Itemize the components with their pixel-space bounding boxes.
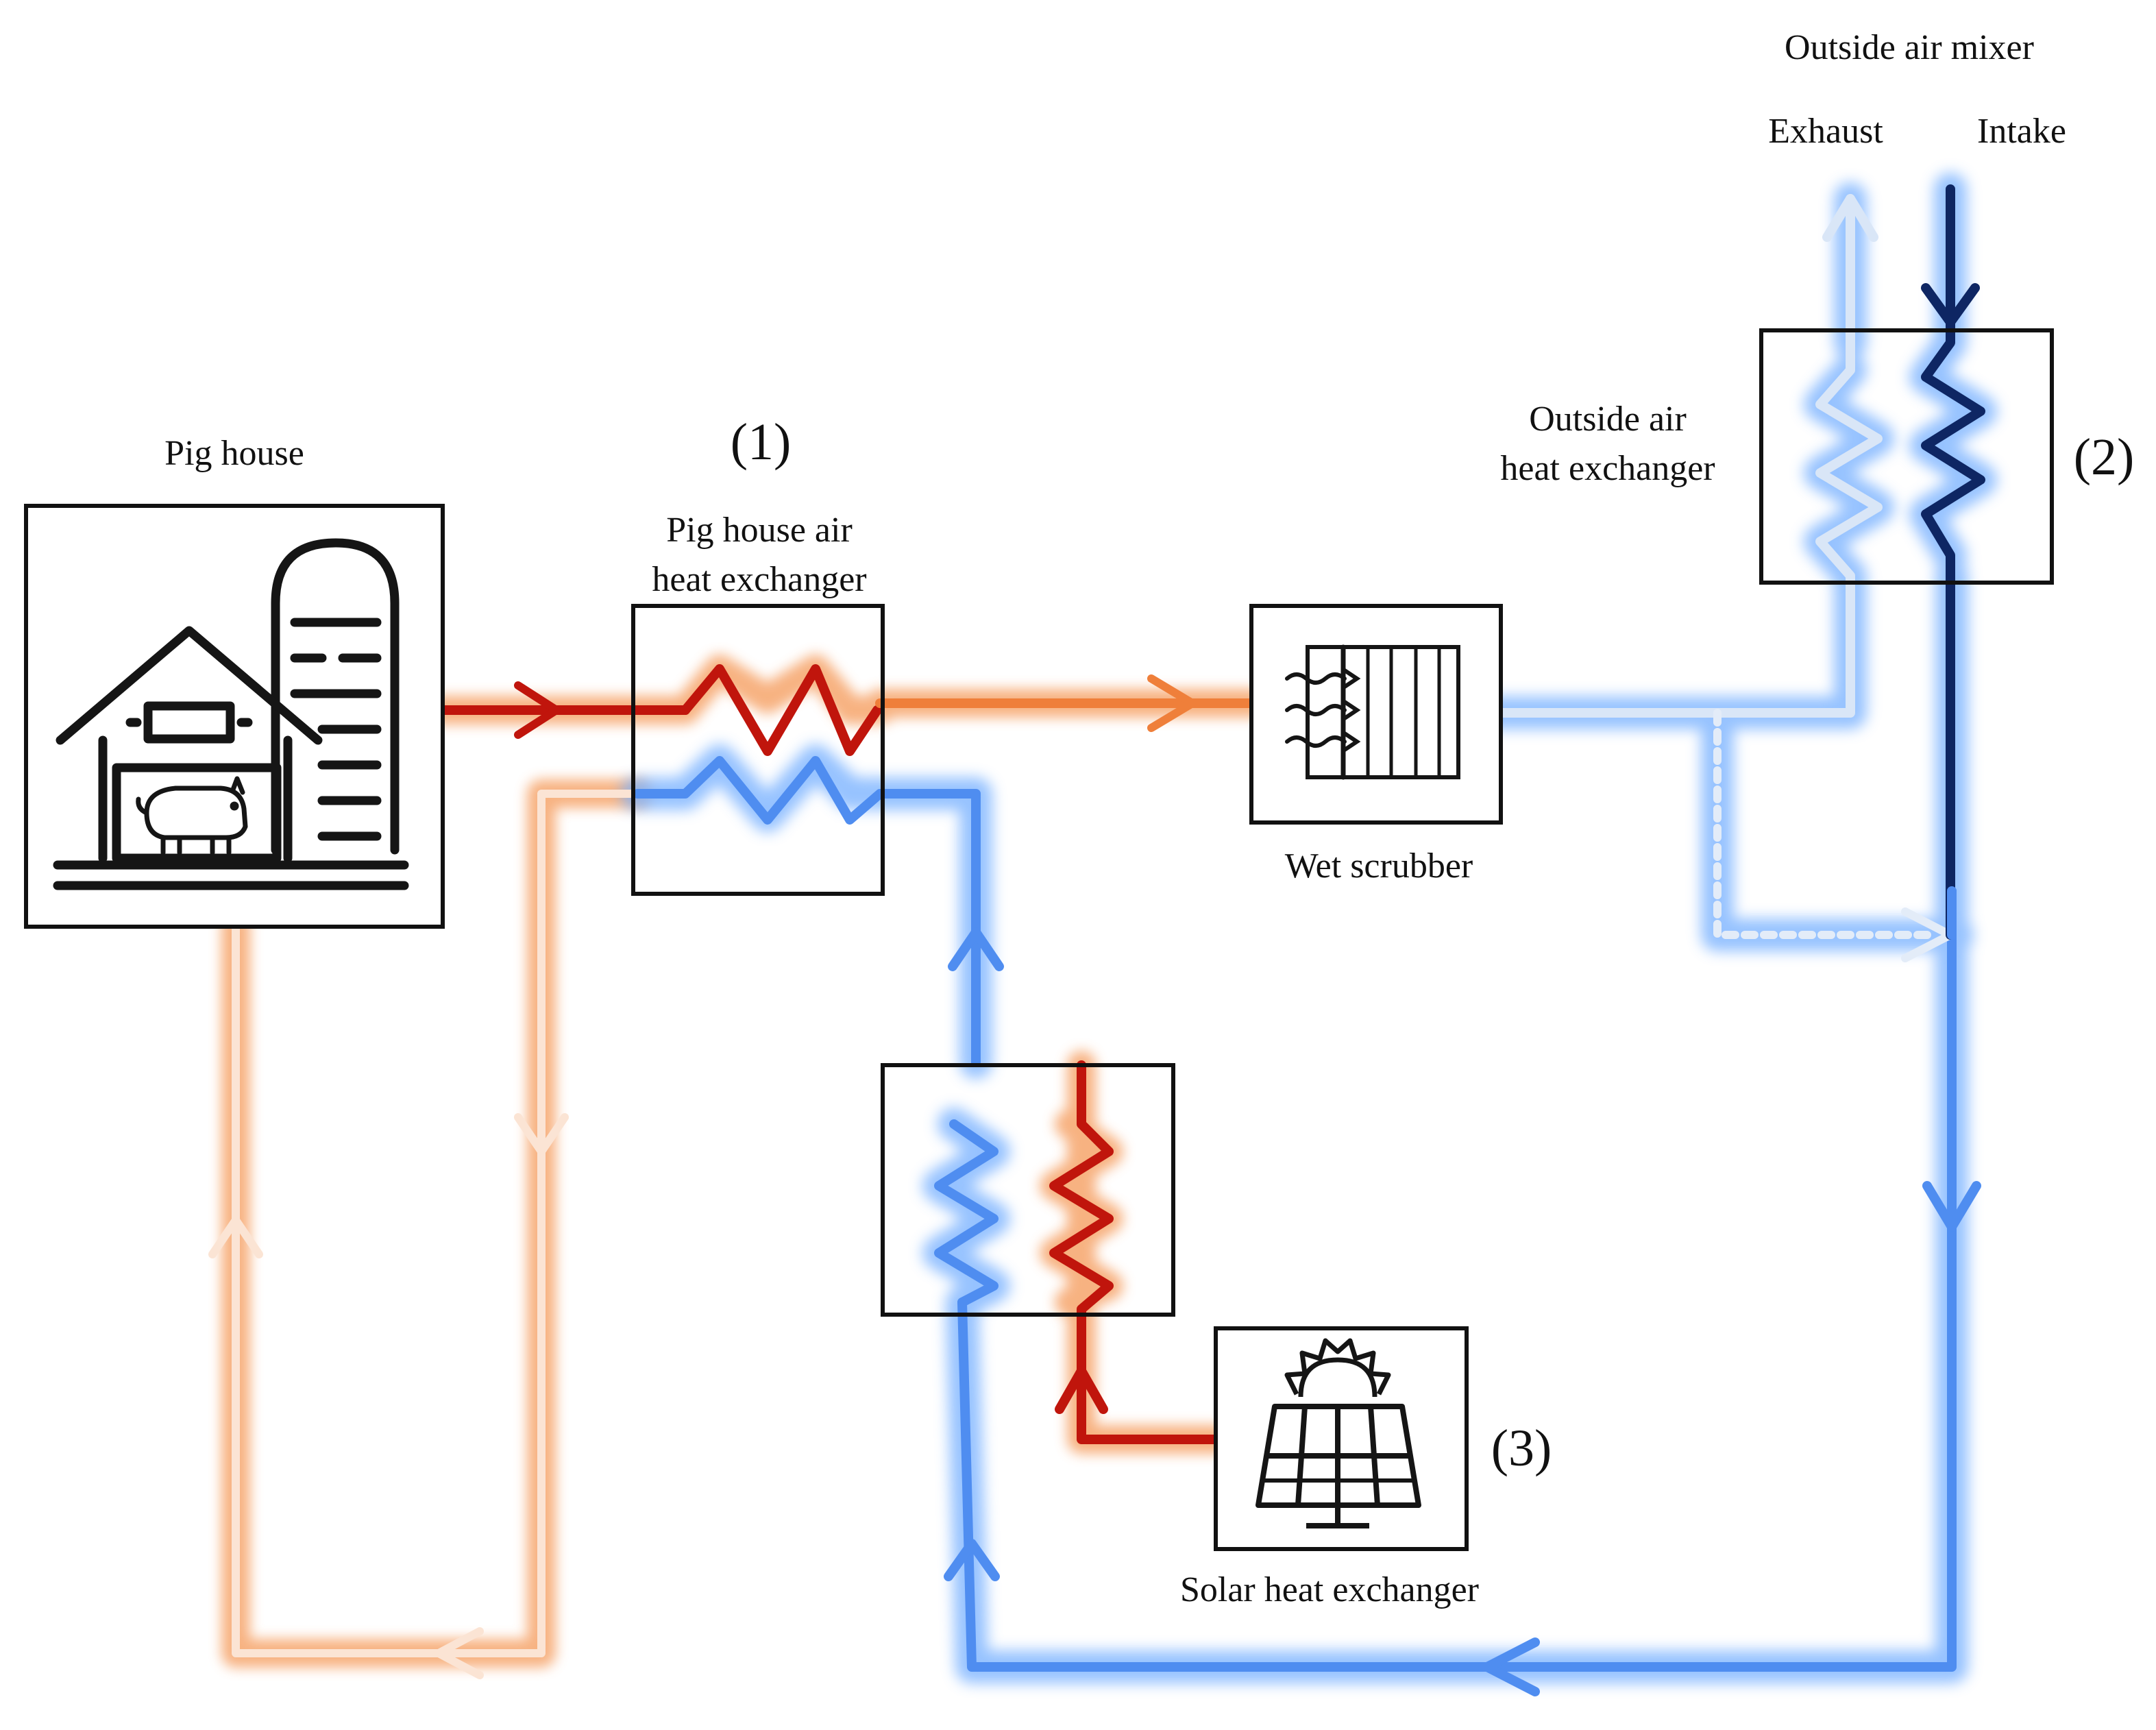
hx3-number-label: (3) — [1491, 1420, 1552, 1477]
intermediate-heat-exchanger-box — [881, 1063, 1175, 1317]
hx1-number-label: (1) — [731, 413, 792, 471]
bypass-flow — [1713, 709, 1937, 939]
pig-icon — [136, 776, 248, 855]
intake-label: Intake — [1977, 112, 2066, 151]
hot-air-exhaust-flow — [437, 664, 882, 756]
outside-hx-label-line2: heat exchanger — [1500, 449, 1715, 488]
solar-heat-exchanger-box — [1214, 1326, 1469, 1551]
heated-air-return-flow — [208, 790, 641, 1679]
cooled-air-to-scrubber-flow — [875, 674, 1256, 732]
scrubber-icon — [1285, 644, 1460, 780]
exhaust-label: Exhaust — [1768, 112, 1883, 151]
solar-panel-icon — [1255, 1404, 1421, 1528]
flow-lines — [208, 184, 1985, 1696]
barn-icon — [53, 626, 409, 890]
hx2-number-label: (2) — [2074, 428, 2135, 486]
outside-hx-label-line1: Outside air — [1529, 400, 1687, 439]
hx1-label-line2: heat exchanger — [652, 560, 866, 599]
pig-house-label: Pig house — [164, 434, 304, 473]
silo-icon — [271, 538, 400, 855]
pig-house-air-heat-exchanger-box — [631, 604, 885, 896]
scrubbed-air-exhaust-flow — [1493, 194, 1883, 718]
cold-loop-flow — [633, 756, 1981, 1696]
intake-flow — [1921, 184, 1985, 940]
pig-house-box — [24, 504, 445, 929]
hx1-label-line1: Pig house air — [666, 511, 853, 550]
wet-scrubber-label: Wet scrubber — [1285, 846, 1473, 886]
solar-hot-flow — [1049, 1060, 1223, 1444]
labels: Outside air mixer Exhaust Intake Pig hou… — [164, 28, 2134, 1609]
sun-icon — [1284, 1338, 1391, 1398]
solar-hx-label: Solar heat exchanger — [1180, 1570, 1479, 1609]
outside-air-mixer-label: Outside air mixer — [1785, 28, 2034, 67]
wet-scrubber-box — [1249, 604, 1503, 825]
outside-air-heat-exchanger-box — [1759, 328, 2054, 585]
